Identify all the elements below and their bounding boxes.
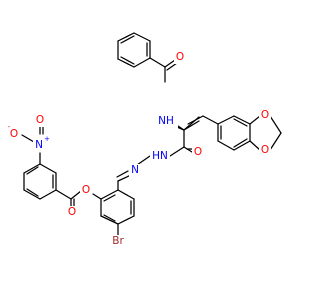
amide-nh-label: NH	[158, 115, 174, 127]
dioxole-oxygen-top-label: O	[261, 109, 269, 121]
hydrazide-oxygen-label: O	[194, 146, 202, 158]
ester-carbonyl-oxygen-label: O	[68, 206, 76, 218]
bromine-label: Br	[112, 235, 124, 247]
molecule-svg: NH O O O O HN N O - N + O O O Br	[8, 32, 282, 248]
dioxole-oxygen-bottom-label: O	[261, 144, 269, 156]
hydrazide-nh-label: HN	[152, 150, 168, 162]
atom-labels: NH O O O O HN N O - N + O O O Br	[8, 51, 271, 248]
nitro-plus-charge: +	[44, 135, 50, 143]
nitro-nitrogen-label: N	[35, 139, 43, 151]
nitro-minus-charge: -	[8, 123, 11, 131]
imine-nitrogen-label: N	[131, 164, 139, 176]
benzoyl-oxygen-label: O	[176, 51, 184, 63]
nitro-oxygen-bottom-label: O	[36, 114, 44, 126]
bond-lines	[21, 32, 282, 236]
ester-oxygen-label: O	[82, 184, 90, 196]
nitro-oxygen-minus-label: O	[10, 128, 18, 140]
molecule-structure-diagram: NH O O O O HN N O - N + O O O Br	[8, 32, 282, 248]
